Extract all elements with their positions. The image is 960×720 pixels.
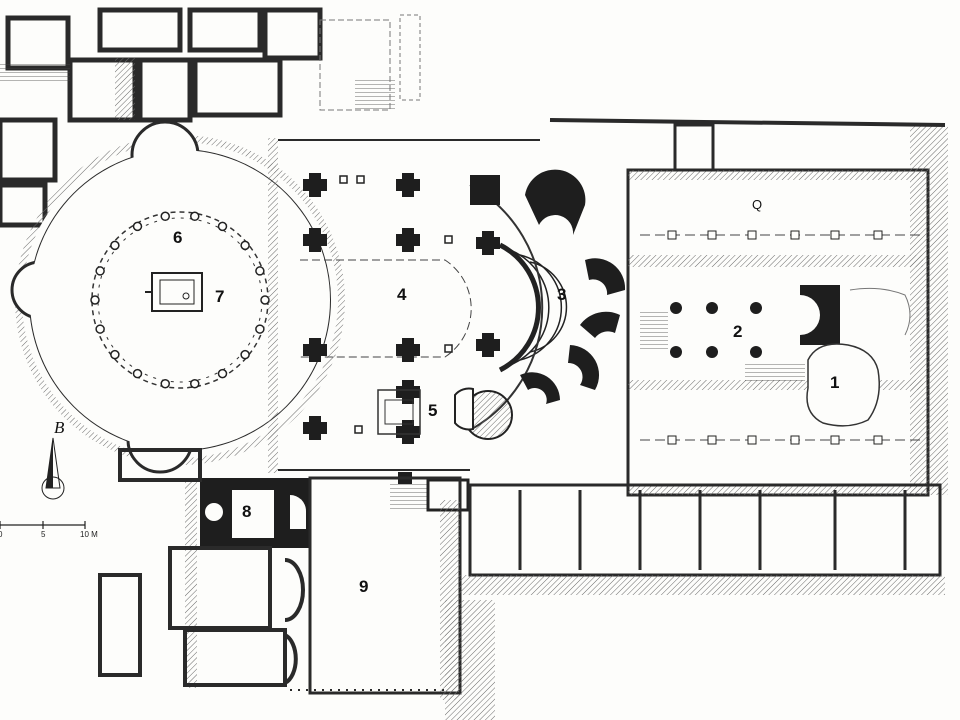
rotunda-column (90, 295, 100, 305)
north-letter: B (54, 418, 65, 437)
nave-pier (476, 231, 500, 255)
east-pier (790, 435, 800, 445)
scale-tick-5: 5 (41, 530, 46, 539)
rotunda-column (217, 221, 228, 232)
label-8: 8 (242, 502, 252, 521)
basilica-walls (268, 138, 568, 473)
nave-pier (303, 173, 327, 197)
south-entrance (390, 472, 470, 512)
label-6: 6 (173, 228, 183, 247)
south-east-vaults (445, 483, 945, 720)
room-8 (200, 478, 310, 548)
east-pier (747, 230, 757, 240)
rotunda-column (255, 324, 265, 334)
east-pier (707, 230, 717, 240)
west-walls (98, 448, 202, 677)
rotunda-column (132, 368, 143, 379)
nave-pier (396, 338, 420, 362)
east-pier (873, 435, 883, 445)
rotunda-column (190, 211, 200, 222)
nave-pier (396, 228, 420, 252)
rotunda-column (110, 349, 120, 360)
scale-bar (0, 521, 86, 529)
north-arrow (41, 437, 65, 500)
rotunda-column (160, 378, 170, 389)
rotunda-column (160, 211, 170, 222)
east-column (750, 346, 762, 358)
label-5: 5 (428, 401, 438, 420)
rotunda-column (95, 324, 105, 334)
rotunda-column (190, 378, 200, 389)
rotunda-column (95, 266, 105, 276)
northwest-hatched-stairs (0, 14, 421, 120)
rotunda-column (217, 368, 228, 379)
scale-tick-0: 0 (0, 530, 3, 539)
east-pier (667, 435, 677, 445)
room-5 (377, 387, 513, 440)
east-column (750, 302, 762, 314)
east-pier (830, 435, 840, 445)
ambulatory-chapels (470, 169, 626, 404)
rotunda-columns (90, 211, 270, 389)
east-complex (549, 118, 948, 497)
rotunda-column (240, 349, 250, 360)
east-column (670, 346, 682, 358)
east-column (706, 302, 718, 314)
chapel-2-apse (800, 285, 840, 345)
nave-pier (303, 338, 327, 362)
nave-pier (396, 380, 420, 404)
nave-piers (303, 173, 500, 444)
label-q: Q (752, 197, 763, 212)
east-pier (790, 230, 800, 240)
label-4: 4 (397, 285, 407, 304)
east-pier (707, 435, 717, 445)
nave-pier (303, 228, 327, 252)
rotunda-column (260, 295, 270, 305)
east-pier (747, 435, 757, 445)
small-columns (339, 175, 453, 434)
label-1: 2 (733, 322, 743, 341)
east-column (670, 302, 682, 314)
nave-pier (396, 420, 420, 444)
label-7: 7 (215, 287, 225, 306)
rotunda-column (132, 221, 143, 232)
label-3: 3 (557, 285, 567, 304)
label-9: 9 (359, 577, 369, 596)
east-pier (667, 230, 677, 240)
east-column (706, 346, 718, 358)
east-pier (873, 230, 883, 240)
rotunda-column (255, 266, 265, 276)
rotunda (10, 120, 345, 474)
rotunda-column (240, 240, 250, 251)
east-pier (830, 230, 840, 240)
scale-tick-10: 10 M (80, 530, 98, 539)
east-columns (667, 230, 883, 445)
nave-pier (476, 333, 500, 357)
rotunda-column (110, 240, 120, 251)
rock-1 (806, 287, 911, 427)
edicule (145, 272, 203, 312)
nave-pier (396, 173, 420, 197)
label-1b: 1 (830, 373, 840, 392)
nave-pier (303, 416, 327, 440)
